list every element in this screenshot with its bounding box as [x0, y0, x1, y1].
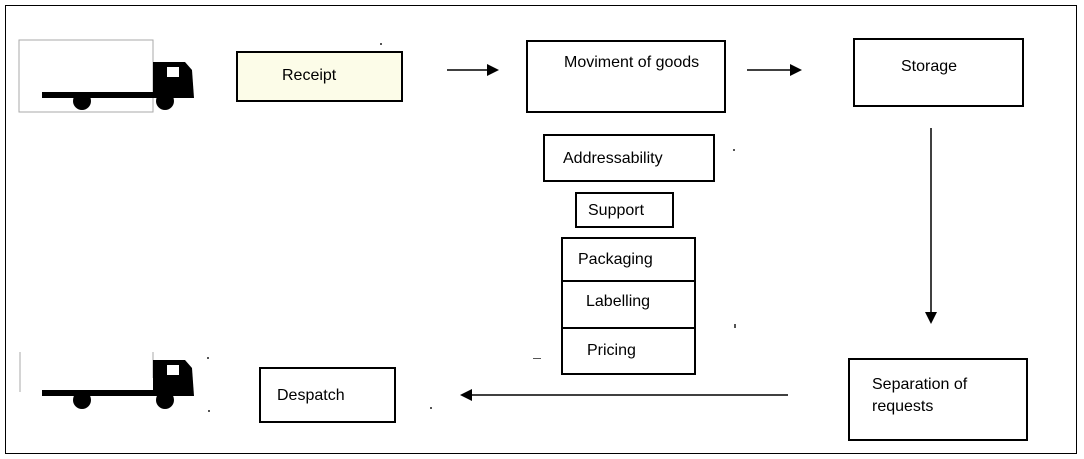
labelling-node: Labelling: [561, 280, 696, 329]
despatch-node: Despatch: [259, 367, 396, 423]
addressability-label: Addressability: [563, 150, 663, 167]
truck-icon-incoming: [18, 39, 194, 113]
despatch-label: Despatch: [277, 387, 345, 404]
addressability-node: Addressability: [543, 134, 715, 182]
separation-of-requests-node: Separation of requests: [848, 358, 1028, 441]
labelling-label: Labelling: [586, 293, 651, 310]
separation-of-requests-label: Separation of requests: [872, 376, 968, 415]
storage-label: Storage: [901, 58, 958, 75]
pricing-label: Pricing: [587, 342, 636, 359]
packaging-node: Packaging: [561, 237, 696, 282]
diagram-frame: [5, 5, 1077, 454]
support-label: Support: [588, 202, 645, 219]
truck-icon-outgoing: [19, 352, 194, 409]
movement-of-goods-node: Moviment of goods: [526, 40, 726, 113]
receipt-label: Receipt: [282, 67, 337, 84]
storage-node: Storage: [853, 38, 1024, 107]
support-node: Support: [575, 192, 674, 228]
movement-of-goods-label: Moviment of goods: [564, 54, 700, 71]
pricing-node: Pricing: [561, 327, 696, 375]
receipt-node: Receipt: [236, 51, 403, 102]
packaging-label: Packaging: [578, 251, 653, 268]
